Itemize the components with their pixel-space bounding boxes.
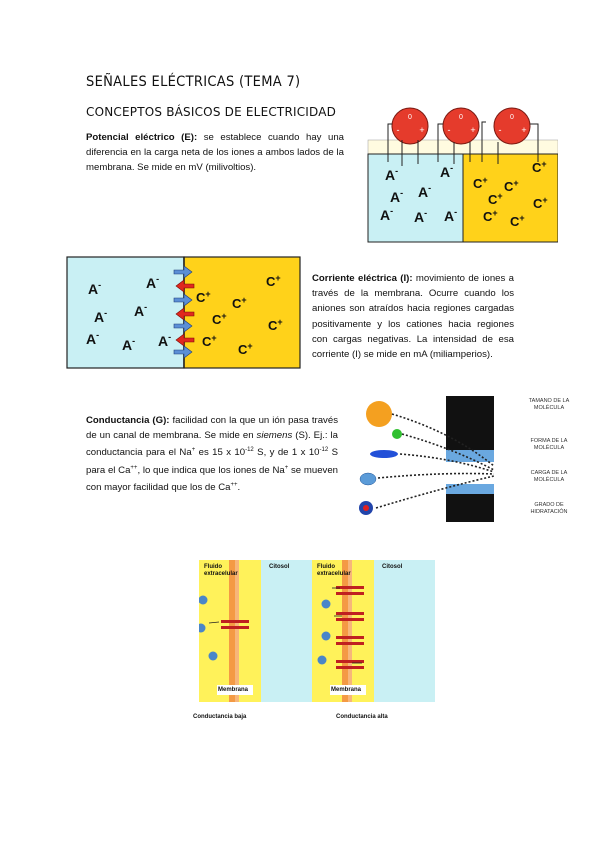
potencial-text: se establece cuando hay una diferencia e… — [86, 132, 344, 174]
superscript: ++ — [230, 482, 238, 489]
svg-text:C+: C+ — [232, 295, 247, 311]
anion-group: A- A- A- A- A- A- A- — [86, 274, 171, 353]
cation-group: C+ C+ C+ C+ C+ C+ C+ — [473, 159, 548, 229]
ball-minus: - — [499, 125, 502, 135]
membrane-label: Membrana — [331, 687, 362, 693]
svg-text:C+: C+ — [268, 317, 283, 333]
current-diagram: A- A- A- A- A- A- A- C+ C+ C+ C+ C+ C+ C… — [66, 256, 301, 369]
fluid-label: Fluido extracelular — [204, 564, 238, 577]
svg-text:C+: C+ — [504, 178, 519, 194]
superscript: + — [284, 464, 289, 471]
conductancia-text: , lo que indica que los iones de Na — [137, 464, 285, 476]
ball-plus: + — [470, 125, 475, 135]
svg-text:A-: A- — [86, 330, 99, 347]
membrane-label: Membrana — [218, 687, 249, 693]
ball-minus: - — [448, 125, 451, 135]
ball-zero: 0 — [459, 114, 463, 121]
voltmeter-balls: 0 0 0 - + - + - + — [391, 107, 531, 145]
conductancia-text: facilidad con la que un ión pasa través … — [86, 415, 338, 442]
fluid-label: Fluido extracelular — [317, 564, 351, 577]
flat-ion — [370, 450, 398, 458]
large-ion — [366, 401, 392, 427]
factor-label: GRADO DE HIDRATACIÓN — [530, 502, 568, 515]
cation-group: C+ C+ C+ C+ C+ C+ C+ — [196, 273, 283, 357]
potencial-paragraph: Potencial eléctrico (E): se establece cu… — [86, 130, 344, 176]
svg-text:C+: C+ — [510, 213, 525, 229]
conductancia-text: S, y de 1 x 10 — [253, 447, 320, 459]
corriente-paragraph: Corriente eléctrica (I): movimiento de i… — [312, 271, 514, 362]
channel-band — [446, 484, 494, 494]
conductance-factors-diagram: TAMAÑO DE LA MOLÉCULA FORMA DE LA MOLÉCU… — [359, 396, 570, 522]
ball-zero: 0 — [510, 114, 514, 121]
channel-band — [446, 450, 494, 462]
ball-zero: 0 — [408, 114, 412, 121]
svg-text:A-: A- — [380, 206, 393, 223]
svg-text:A-: A- — [385, 166, 398, 183]
panel-low-conductance: Fluido extracelular Citosol Membrana — [199, 560, 322, 702]
superscript: ++ — [130, 464, 138, 471]
svg-text:C+: C+ — [202, 333, 217, 349]
svg-text:C+: C+ — [238, 341, 253, 357]
conductancia-text: . — [237, 482, 241, 494]
svg-text:A-: A- — [146, 274, 159, 291]
section-subtitle: CONCEPTOS BÁSICOS DE ELECTRICIDAD — [86, 105, 337, 119]
svg-text:C+: C+ — [473, 175, 488, 191]
cytosol-label: Citosol — [269, 564, 290, 570]
anion-group: A- A- A- A- A- A- A- — [380, 163, 457, 225]
conductancia-text: S para el Ca — [86, 447, 338, 476]
svg-text:A-: A- — [418, 183, 431, 200]
left-compartment — [66, 256, 185, 369]
corriente-text: movimiento de iones a través de la membr… — [312, 273, 514, 361]
panel-high-graphic — [312, 560, 435, 702]
svg-text:C+: C+ — [266, 273, 281, 289]
superscript: + — [191, 447, 196, 454]
page-title: SEÑALES ELÉCTRICAS (TEMA 7) — [86, 74, 301, 90]
cytosol-label: Citosol — [382, 564, 403, 570]
svg-text:A-: A- — [414, 208, 427, 225]
panel-high-conductance: Fluido extracelular Citosol Membrana — [312, 560, 435, 702]
factor-labels: TAMAÑO DE LA MOLÉCULA FORMA DE LA MOLÉCU… — [528, 398, 570, 515]
svg-text:A-: A- — [134, 302, 147, 319]
svg-text:A-: A- — [440, 163, 453, 180]
conductancia-text: es 15 x 10 — [195, 447, 246, 459]
ion-flow-arrows — [173, 265, 195, 359]
corriente-term: Corriente eléctrica (I): — [312, 273, 413, 284]
svg-text:C+: C+ — [488, 191, 503, 207]
conductancia-paragraph: Conductancia (G): facilidad con la que u… — [86, 413, 338, 496]
ball-plus: + — [419, 125, 424, 135]
svg-text:A-: A- — [94, 308, 107, 325]
superscript: -12 — [245, 447, 254, 454]
svg-text:A-: A- — [122, 336, 135, 353]
svg-text:C+: C+ — [483, 208, 498, 224]
superscript: -12 — [319, 447, 329, 454]
svg-text:C+: C+ — [533, 195, 548, 211]
siemens-term: siemens — [256, 430, 293, 442]
factor-label: CARGA DE LA MOLÉCULA — [530, 470, 568, 483]
right-compartment — [462, 153, 558, 243]
ball-minus: - — [397, 125, 400, 135]
dotted-paths — [375, 413, 495, 509]
ball-plus: + — [521, 125, 526, 135]
conductancia-text: (S). Ej.: la conductancia para el Na — [86, 430, 338, 459]
caption-high: Conductancia alta — [336, 714, 388, 720]
potencial-term: Potencial eléctrico (E): — [86, 132, 198, 143]
charged-ion — [359, 472, 377, 486]
svg-text:C+: C+ — [196, 289, 211, 305]
panel-low-graphic — [199, 560, 322, 702]
small-ion — [392, 429, 402, 439]
wires — [387, 121, 539, 166]
factor-label: FORMA DE LA MOLÉCULA — [530, 438, 568, 451]
conductancia-text: se mueven con mayor facilidad que los de… — [86, 464, 338, 494]
factor-label: TAMAÑO DE LA MOLÉCULA — [528, 398, 570, 411]
conductancia-term: Conductancia (G): — [86, 415, 170, 426]
caption-low: Conductancia baja — [193, 714, 247, 720]
left-compartment — [367, 153, 464, 243]
svg-text:A-: A- — [158, 332, 171, 349]
svg-text:A-: A- — [88, 280, 101, 297]
svg-text:C+: C+ — [212, 311, 227, 327]
svg-text:A-: A- — [444, 207, 457, 224]
svg-text:A-: A- — [390, 188, 403, 205]
potential-diagram: 0 0 0 - + - + - + A- A- A- A- A- A- A- C… — [367, 107, 558, 243]
svg-text:C+: C+ — [532, 159, 547, 175]
